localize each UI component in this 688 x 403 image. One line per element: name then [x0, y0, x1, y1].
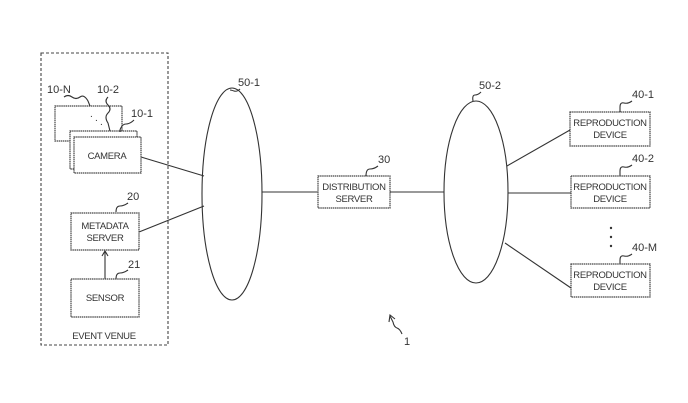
camera-dots: . [90, 109, 93, 120]
network-50-1 [201, 87, 263, 301]
reproduction-device-2: REPRODUCTION DEVICE 40-2 [570, 153, 654, 209]
ref-40-2: 40-2 [632, 153, 654, 165]
reproduction-device-M-label-1: REPRODUCTION [573, 270, 647, 281]
camera-link [140, 156, 205, 177]
ref-10-1: 10-1 [131, 108, 153, 120]
ref-40-1: 40-1 [632, 89, 654, 101]
network-50-2 [443, 100, 509, 284]
link-device-1 [506, 129, 571, 167]
figure-ref-1: 1 [404, 336, 410, 348]
ref-21: 21 [128, 259, 140, 271]
metadata-server-box [70, 212, 140, 251]
camera-label: CAMERA [88, 151, 128, 162]
figure-ref-arrowhead-icon [388, 313, 396, 323]
ref-50-2: 50-2 [479, 80, 501, 92]
reproduction-device-1-label-1: REPRODUCTION [573, 118, 647, 129]
arrowhead-icon [101, 249, 109, 257]
camera-stack: . . . CAMERA 10-N 10-2 10-1 [47, 84, 153, 174]
distribution-server-label-2: SERVER [335, 194, 373, 205]
metadata-link [138, 205, 205, 233]
reproduction-device-M: REPRODUCTION DEVICE 40-M [570, 242, 657, 298]
ref-20: 20 [127, 191, 139, 203]
event-venue-label: EVENT VENUE [72, 331, 136, 342]
camera-10-1 [73, 136, 142, 174]
ellipsis-dots [609, 226, 613, 248]
reproduction-device-2-label-1: REPRODUCTION [573, 182, 647, 193]
ref-40-M: 40-M [632, 242, 657, 254]
distribution-server-label-1: DISTRIBUTION [322, 182, 386, 193]
ref-30: 30 [378, 154, 390, 166]
sensor-label: SENSOR [86, 293, 125, 304]
camera-dots: . [95, 113, 98, 124]
figure-ref-arrow [389, 315, 403, 335]
distribution-server-box [317, 175, 391, 209]
reproduction-device-1-label-2: DEVICE [593, 130, 627, 141]
sensor-box [70, 278, 140, 318]
reproduction-device-1: REPRODUCTION DEVICE 40-1 [569, 89, 654, 147]
metadata-server-label-2: SERVER [86, 233, 124, 244]
link-device-M [504, 242, 572, 289]
reproduction-device-M-label-2: DEVICE [593, 282, 627, 293]
event-venue-boundary [40, 52, 169, 346]
reproduction-device-2-label-2: DEVICE [593, 194, 627, 205]
metadata-server-label-1: METADATA [81, 221, 129, 232]
camera-dots: . [100, 117, 103, 128]
ref-50-1: 50-1 [238, 77, 260, 89]
ref-10-N: 10-N [47, 84, 71, 96]
ref-10-2: 10-2 [97, 84, 119, 96]
